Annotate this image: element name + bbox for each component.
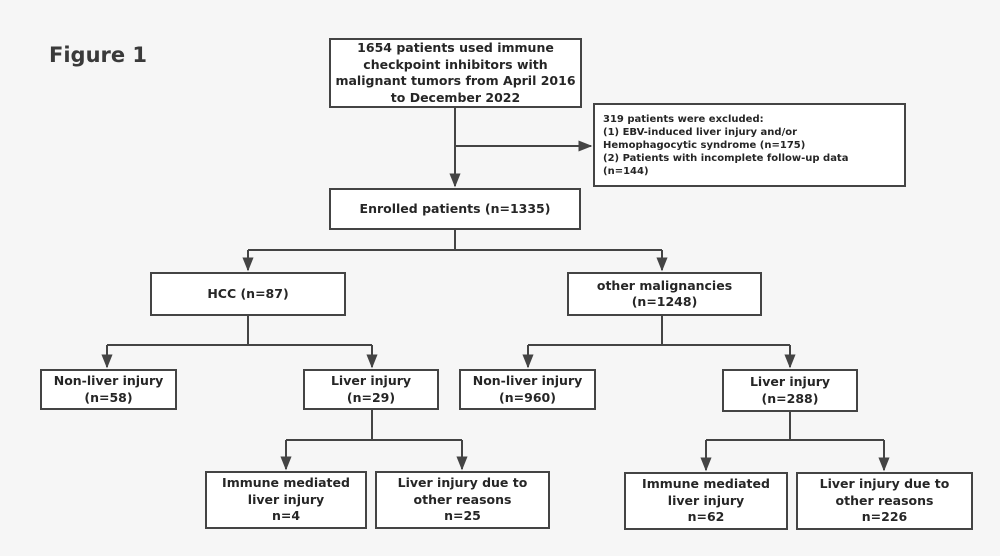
box-text-line: to December 2022 bbox=[390, 89, 521, 105]
box-text-line: HCC (n=87) bbox=[207, 285, 289, 301]
box-text-line: Enrolled patients (n=1335) bbox=[359, 200, 551, 216]
box-text-line: Non-liver injury bbox=[53, 373, 164, 388]
box-text-line: Liver injury due to bbox=[819, 476, 950, 492]
box-text-line: other reasons bbox=[413, 491, 512, 507]
box-text-line: checkpoint inhibitors with bbox=[363, 56, 548, 72]
box-text-line: Hemophagocytic syndrome (n=175) bbox=[603, 139, 806, 151]
box-text-line: (n=29) bbox=[346, 389, 396, 405]
box-text-line: Immune mediated bbox=[642, 476, 770, 492]
box-text-line: liver injury bbox=[247, 491, 325, 507]
box-text-line: liver injury bbox=[667, 492, 745, 508]
box-text-line: Liver injury bbox=[330, 373, 412, 388]
box-excluded-patients: 319 patients were excluded:(1) EBV-induc… bbox=[593, 103, 906, 187]
box-text-line: other malignancies bbox=[596, 277, 733, 293]
box-text-line: (n=144) bbox=[603, 165, 649, 177]
box-hcc-non-liver-injury: Non-liver injury(n=58) bbox=[40, 369, 177, 410]
box-text-line: (2) Patients with incomplete follow-up d… bbox=[603, 152, 849, 164]
box-text-line: (n=960) bbox=[499, 389, 556, 405]
box-text-line: 319 patients were excluded: bbox=[603, 113, 764, 125]
box-text-line: (1) EBV-induced liver injury and/or bbox=[603, 126, 798, 138]
box-text-line: 1654 patients used immune bbox=[357, 40, 554, 55]
box-text-line: n=62 bbox=[687, 509, 725, 525]
figure-title: Figure 1 bbox=[49, 43, 148, 67]
box-other-non-liver-injury: Non-liver injury(n=960) bbox=[459, 369, 596, 410]
box-text-line: n=25 bbox=[444, 508, 481, 524]
box-text-line: (n=288) bbox=[761, 390, 819, 406]
box-text-line: (n=1248) bbox=[631, 294, 698, 309]
box-other-malignancies: other malignancies(n=1248) bbox=[567, 272, 762, 316]
box-text-line: n=4 bbox=[271, 508, 301, 524]
box-text-line: Non-liver injury bbox=[472, 373, 583, 388]
box-text-line: n=226 bbox=[861, 509, 908, 525]
box-text-line: other reasons bbox=[835, 492, 934, 508]
box-text-line: Liver injury due to bbox=[397, 475, 528, 491]
box-text-line: Immune mediated bbox=[222, 475, 350, 491]
box-text-line: (n=58) bbox=[84, 389, 133, 405]
box-other-liver-injury: Liver injury(n=288) bbox=[722, 369, 858, 412]
box-text-line: malignant tumors from April 2016 bbox=[335, 73, 576, 88]
box-text-line: Liver injury bbox=[749, 374, 831, 389]
box-hcc-liver-injury: Liver injury(n=29) bbox=[303, 369, 439, 410]
box-enrolled-patients: Enrolled patients (n=1335) bbox=[329, 188, 581, 230]
box-hcc: HCC (n=87) bbox=[150, 272, 346, 316]
